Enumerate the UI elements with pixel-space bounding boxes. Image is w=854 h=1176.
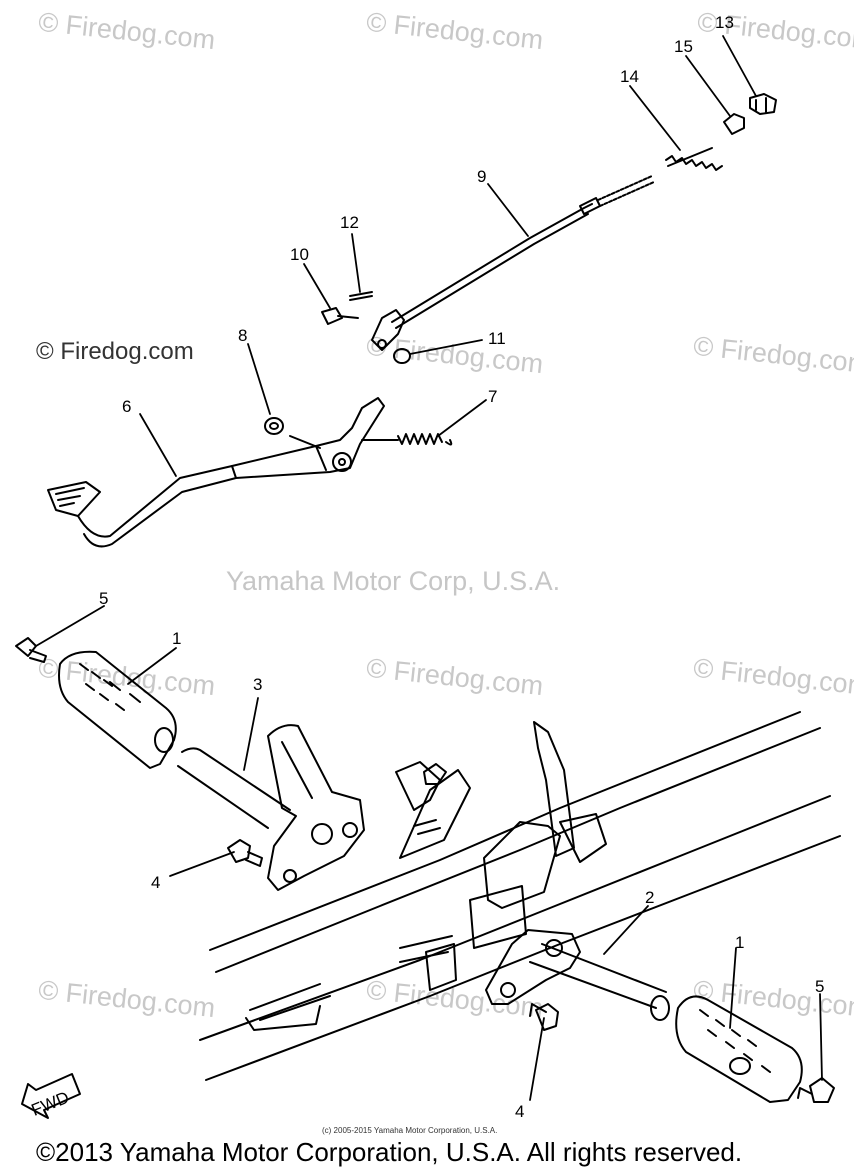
fwd-label: FWD <box>29 1088 72 1120</box>
part-number: 14 <box>620 67 639 86</box>
part-number: 4 <box>515 1102 524 1121</box>
small-copyright: (c) 2005-2015 Yamaha Motor Corporation, … <box>322 1126 498 1135</box>
pivot-collar <box>264 417 284 435</box>
frame-tube <box>199 711 841 1081</box>
part-number: 10 <box>290 245 309 264</box>
part-number: 11 <box>488 329 506 348</box>
part-number: 1 <box>172 629 181 648</box>
part-number: 15 <box>674 37 693 56</box>
brake-rod <box>391 175 655 329</box>
footer-copyright: ©2013 Yamaha Motor Corporation, U.S.A. A… <box>36 1137 743 1167</box>
part-number: 8 <box>238 326 247 345</box>
clevis-pin <box>321 307 359 325</box>
bolt-left <box>227 839 263 867</box>
part-number: 5 <box>99 589 108 608</box>
pin-left <box>15 637 47 663</box>
part-number: 9 <box>477 167 486 186</box>
part-number: 1 <box>735 933 744 952</box>
cotter-pin <box>349 291 373 301</box>
adjuster-joint <box>723 113 745 135</box>
part-number: 4 <box>151 873 160 892</box>
right-footrest-bracket <box>485 929 670 1021</box>
brand-watermark: Yamaha Motor Corp, U.S.A. <box>226 566 561 596</box>
rod-joint <box>371 309 405 351</box>
fwd-arrow-icon <box>21 1073 81 1119</box>
part-number: 2 <box>645 888 654 907</box>
bolt-right <box>529 1003 559 1031</box>
left-footrest-bracket <box>177 724 365 891</box>
part-number: 3 <box>253 675 262 694</box>
watermark-text: © Firedog.com <box>36 338 194 365</box>
leader-lines <box>35 35 823 1101</box>
adjust-spring <box>665 147 723 171</box>
part-number: 12 <box>340 213 359 232</box>
pin-right <box>797 1077 835 1103</box>
part-number: 5 <box>815 977 824 996</box>
adjuster-nut <box>749 93 777 115</box>
part-number: 7 <box>488 387 497 406</box>
right-footrest <box>675 995 803 1103</box>
return-spring <box>361 433 453 446</box>
washer <box>393 348 411 364</box>
part-number: 13 <box>715 13 734 32</box>
part-number: 6 <box>122 397 131 416</box>
left-footrest <box>58 650 177 769</box>
brake-pedal <box>47 397 385 548</box>
